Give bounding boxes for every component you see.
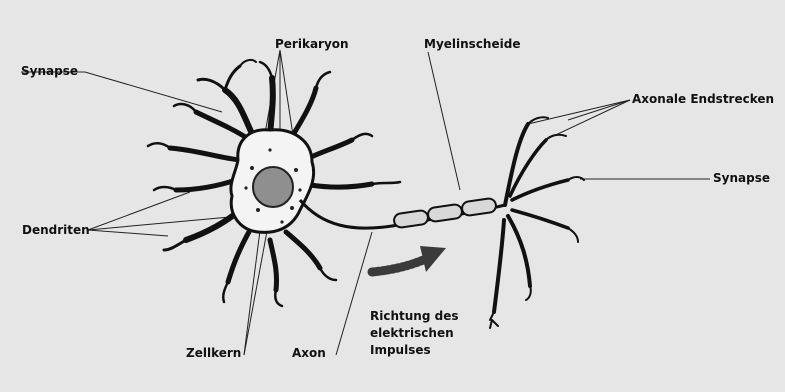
leader-endstrecken-3 <box>568 100 630 120</box>
leader-myelin <box>428 52 460 190</box>
label-richtung-line2: elektrischen <box>370 325 458 342</box>
label-synapse-right: Synapse <box>713 172 770 184</box>
leader-dendriten-1 <box>88 192 190 230</box>
leader-endstrecken-1 <box>528 100 630 124</box>
label-perikaryon: Perikaryon <box>275 38 349 50</box>
leader-dendriten-3 <box>88 230 168 236</box>
label-axonale-endstrecken: Axonale Endstrecken <box>632 93 774 105</box>
label-richtung-line1: Richtung des <box>370 308 458 325</box>
label-zellkern: Zellkern <box>186 347 241 359</box>
label-dendriten: Dendriten <box>22 224 90 236</box>
leader-axon <box>336 232 372 355</box>
myelin-sheath <box>393 198 497 229</box>
label-myelinscheide: Myelinscheide <box>424 38 520 50</box>
leader-synapse-left <box>21 72 222 112</box>
label-richtung-line3: Impulses <box>370 342 458 359</box>
label-synapse-left: Synapse <box>21 65 78 77</box>
label-axon: Axon <box>292 347 326 359</box>
nucleus <box>253 167 293 207</box>
direction-arrow <box>372 246 446 272</box>
leader-lines <box>21 50 710 355</box>
axon-terminals <box>490 117 584 328</box>
label-richtung: Richtung des elektrischen Impulses <box>370 308 458 359</box>
